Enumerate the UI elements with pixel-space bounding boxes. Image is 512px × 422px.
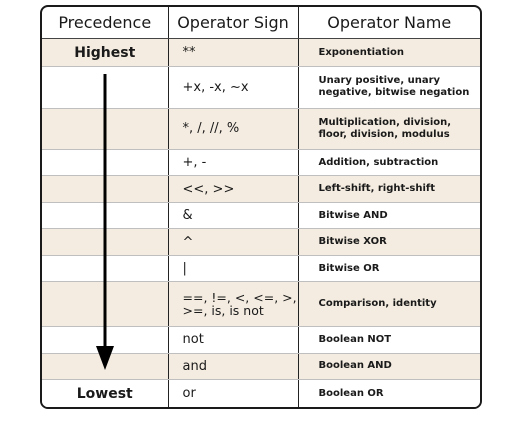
table-row: Highest ** Exponentiation — [42, 38, 480, 68]
header-row: Precedence Operator Sign Operator Name — [42, 7, 480, 39]
table-row: *, /, //, % Multiplication, division, fl… — [42, 108, 480, 150]
precedence-cell — [42, 175, 169, 203]
header-operator-name: Operator Name — [298, 7, 480, 39]
table-row: Lowest or Boolean OR — [42, 379, 480, 407]
table-row: <<, >> Left-shift, right-shift — [42, 175, 480, 203]
table-row: ^ Bitwise XOR — [42, 228, 480, 256]
precedence-table: Precedence Operator Sign Operator Name H… — [42, 7, 480, 407]
operator-name-cell: Comparison, identity — [298, 281, 480, 328]
operator-sign-cell: *, /, //, % — [168, 108, 299, 150]
operator-name-cell: Addition, subtraction — [298, 149, 480, 177]
operator-sign-cell: | — [168, 255, 299, 283]
precedence-cell — [42, 66, 169, 109]
precedence-cell — [42, 255, 169, 283]
operator-sign-cell: ^ — [168, 228, 299, 256]
operator-sign-cell: & — [168, 202, 299, 230]
operator-sign-cell: ==, !=, <, <=, >, >=, is, is not — [168, 281, 299, 328]
operator-name-cell: Boolean NOT — [298, 326, 480, 354]
header-operator-sign: Operator Sign — [168, 7, 299, 39]
operator-name-cell: Multiplication, division, floor, divisio… — [298, 108, 480, 150]
table-row: and Boolean AND — [42, 353, 480, 381]
precedence-table-frame: Precedence Operator Sign Operator Name H… — [40, 5, 482, 409]
precedence-cell — [42, 353, 169, 381]
operator-sign-cell: and — [168, 353, 299, 381]
operator-sign-cell: ** — [168, 38, 299, 68]
operator-name-cell: Left-shift, right-shift — [298, 175, 480, 203]
precedence-cell — [42, 326, 169, 354]
precedence-cell: Lowest — [42, 379, 169, 407]
operator-sign-cell: +, - — [168, 149, 299, 177]
precedence-cell: Highest — [42, 38, 169, 68]
operator-name-cell: Unary positive, unary negative, bitwise … — [298, 66, 480, 109]
precedence-cell — [42, 281, 169, 328]
table-row: | Bitwise OR — [42, 255, 480, 283]
operator-name-cell: Exponentiation — [298, 38, 480, 68]
table-row: +, - Addition, subtraction — [42, 149, 480, 177]
operator-sign-cell: not — [168, 326, 299, 354]
operator-name-cell: Boolean OR — [298, 379, 480, 407]
operator-name-cell: Bitwise AND — [298, 202, 480, 230]
table-row: ==, !=, <, <=, >, >=, is, is not Compari… — [42, 281, 480, 328]
operator-name-cell: Boolean AND — [298, 353, 480, 381]
operator-sign-cell: +x, -x, ~x — [168, 66, 299, 109]
precedence-cell — [42, 202, 169, 230]
header-precedence: Precedence — [42, 7, 169, 39]
table-row: +x, -x, ~x Unary positive, unary negativ… — [42, 66, 480, 109]
operator-name-cell: Bitwise OR — [298, 255, 480, 283]
precedence-cell — [42, 228, 169, 256]
precedence-cell — [42, 149, 169, 177]
operator-name-cell: Bitwise XOR — [298, 228, 480, 256]
operator-sign-cell: or — [168, 379, 299, 407]
operator-sign-cell: <<, >> — [168, 175, 299, 203]
precedence-cell — [42, 108, 169, 150]
table-row: not Boolean NOT — [42, 326, 480, 354]
table-row: & Bitwise AND — [42, 202, 480, 230]
